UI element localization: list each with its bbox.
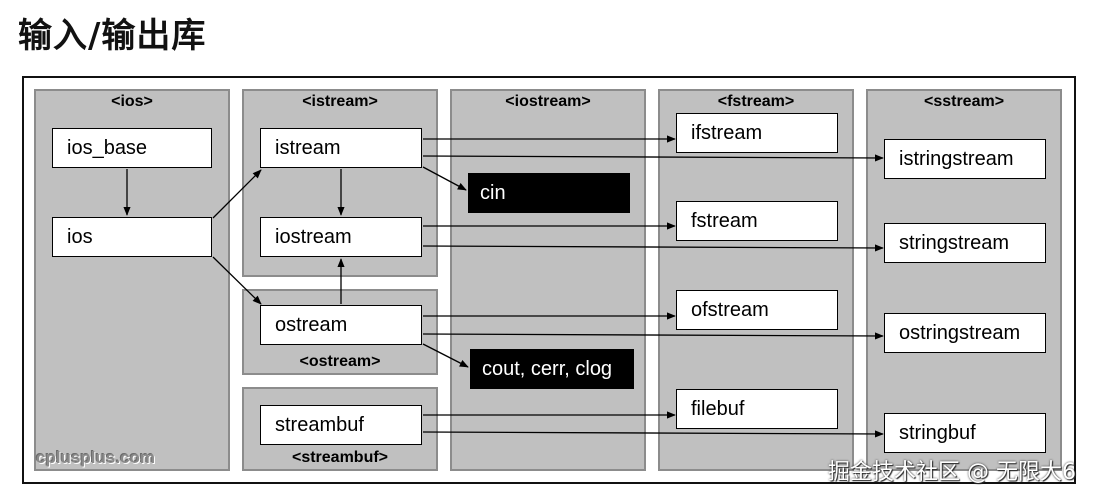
class-streambuf: streambuf [260,405,422,445]
object-cout-cerr-clog: cout, cerr, clog [470,349,634,389]
column-iostream: <iostream> [450,89,646,471]
class-stringstream: stringstream [884,223,1046,263]
column-title-sstream: <sstream> [923,93,1005,110]
group-title-streambuf: <streambuf> [291,449,389,466]
column-title-istream: <istream> [302,93,378,110]
arrow-istream-to-istringstream [422,154,884,162]
class-ifstream: ifstream [676,113,838,153]
column-title-iostream: <iostream> [505,93,591,110]
arrow-streambuf-to-stringbuf [422,430,884,438]
class-fstream: fstream [676,201,838,241]
arrow-ios-to-istream [212,169,262,219]
arrow-ios-to-ostream [212,256,262,305]
class-ios-base: ios_base [52,128,212,168]
arrow-ostream-to-ostringstream [422,332,884,340]
page-title: 输入/输出库 [18,16,207,56]
class-istream: istream [260,128,422,168]
class-filebuf: filebuf [676,389,838,429]
class-iostream: iostream [260,217,422,257]
class-ios: ios [52,217,212,257]
arrow-ostream-to-cout [422,343,469,368]
class-ostringstream: ostringstream [884,313,1046,353]
class-ofstream: ofstream [676,290,838,330]
arrow-istream-to-cin [422,166,467,191]
arrow-iostream-to-stringstream [422,244,884,252]
watermark: 掘金技术社区 @ 无限大6 [828,460,1076,485]
class-istringstream: istringstream [884,139,1046,179]
group-title-ostream: <ostream> [299,353,381,370]
column-title-ios: <ios> [111,93,153,110]
object-cin: cin [468,173,630,213]
column-title-fstream: <fstream> [717,93,795,110]
source-credit: cplusplus.com [36,448,156,467]
class-ostream: ostream [260,305,422,345]
class-stringbuf: stringbuf [884,413,1046,453]
